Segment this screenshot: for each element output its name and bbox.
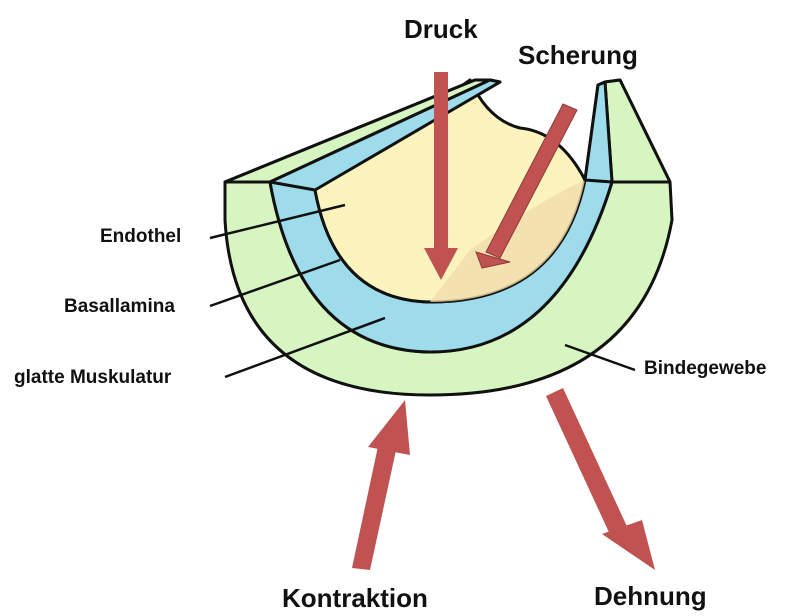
top-rim-right <box>605 80 670 182</box>
endothel-label: Endothel <box>100 226 181 248</box>
bindegewebe-label: Bindegewebe <box>644 358 766 380</box>
dehnung-arrow <box>546 388 655 570</box>
kontraktion-label: Kontraktion <box>282 583 428 614</box>
dehnung-label: Dehnung <box>594 581 707 612</box>
druck-label: Druck <box>404 14 478 45</box>
glatte-muskulatur-label: glatte Muskulatur <box>14 367 171 389</box>
scherung-label: Scherung <box>518 40 638 71</box>
basallamina-label: Basallamina <box>64 296 175 318</box>
kontraktion-arrow <box>352 400 410 570</box>
